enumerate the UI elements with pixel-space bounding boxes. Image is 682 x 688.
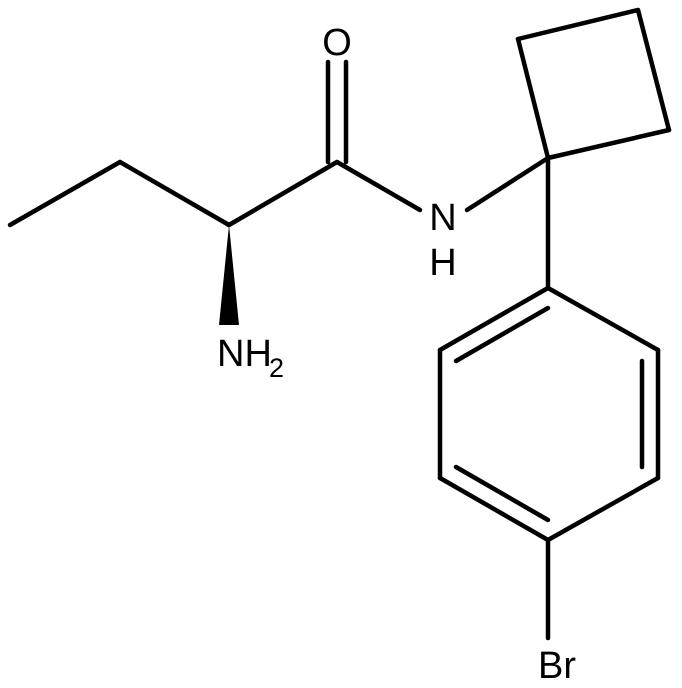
bond-cyclobutane-1 bbox=[515, 36, 551, 161]
bond-calpha-carbonyl bbox=[226, 159, 340, 228]
bond-ring-inner-2 bbox=[453, 464, 551, 523]
bond-ring-4 bbox=[545, 475, 661, 543]
wedge-bond-amine bbox=[219, 225, 239, 325]
bond-n-cyclobutyl bbox=[464, 155, 551, 213]
bond-ring-1 bbox=[437, 285, 551, 353]
bromine-label: Br bbox=[538, 645, 576, 687]
bond-cyclobutane-2 bbox=[515, 7, 641, 42]
bond-ring-6 bbox=[545, 285, 661, 353]
amide-hydrogen-label: H bbox=[429, 242, 456, 284]
bond-ch2-calpha bbox=[117, 159, 232, 228]
bond-cyclobutane-4 bbox=[545, 127, 672, 161]
amide-nitrogen-label: N bbox=[429, 197, 456, 239]
bond-cyclobutane-3 bbox=[635, 7, 672, 133]
bond-ch3-ch2 bbox=[7, 159, 123, 228]
oxygen-label: O bbox=[322, 22, 352, 64]
amine-label: NH bbox=[217, 333, 272, 375]
bond-carbonyl-n bbox=[334, 159, 423, 213]
bond-ring-inner-1 bbox=[453, 305, 551, 364]
bond-ring-3 bbox=[437, 475, 551, 543]
amine-subscript: 2 bbox=[269, 353, 284, 383]
